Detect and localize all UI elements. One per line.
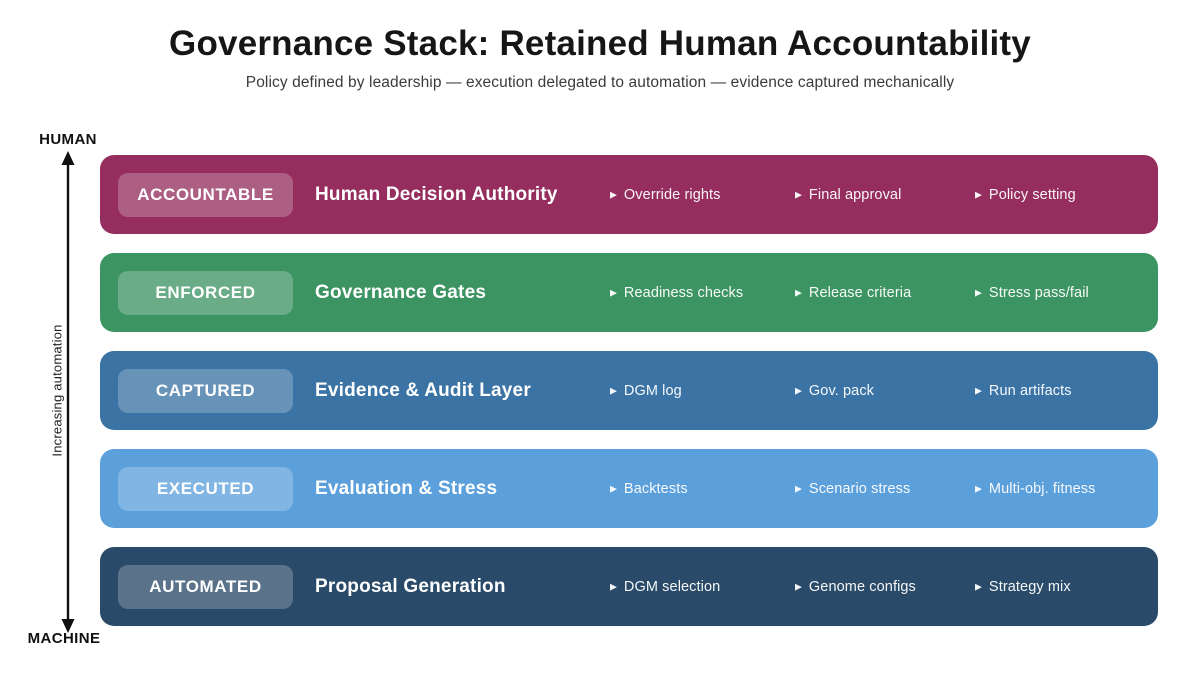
- badge-label: ENFORCED: [155, 282, 256, 302]
- badge-label: EXECUTED: [156, 478, 255, 498]
- bullet-label: Final approval: [808, 186, 902, 203]
- bullet-label: Gov. pack: [808, 382, 875, 399]
- bullet-item: ▶ Final approval: [795, 187, 975, 203]
- page-subtitle: Policy defined by leadership — execution…: [245, 74, 955, 92]
- double-arrow-icon: [61, 151, 75, 633]
- bullet-arrow-icon: ▶: [975, 483, 982, 494]
- bullet-item: ▶ Readiness checks: [610, 285, 795, 301]
- bullet-label: Genome configs: [808, 578, 916, 595]
- bullet-label: Policy setting: [988, 186, 1076, 203]
- bullet-label: Run artifacts: [988, 382, 1072, 399]
- bullet-label: DGM log: [623, 382, 682, 399]
- status-badge: CAPTURED: [118, 368, 293, 413]
- layer-title: Governance Gates: [315, 281, 487, 303]
- bullet-arrow-icon: ▶: [610, 483, 617, 494]
- bullet-arrow-icon: ▶: [975, 287, 982, 298]
- bullet-arrow-icon: ▶: [610, 189, 617, 200]
- badge-label: ACCOUNTABLE: [137, 184, 274, 204]
- bullet-arrow-icon: ▶: [610, 581, 617, 592]
- bullet-item: ▶ Stress pass/fail: [975, 285, 1158, 301]
- bullet-label: Backtests: [623, 480, 688, 497]
- status-badge: ENFORCED: [118, 270, 293, 315]
- layer-captured: CAPTURED Evidence & Audit Layer ▶ DGM log…: [100, 351, 1158, 430]
- layer-accountable: ACCOUNTABLE Human Decision Authority ▶ Ov…: [100, 155, 1158, 234]
- bullet-item: ▶ DGM log: [610, 383, 795, 399]
- bullet-arrow-icon: ▶: [795, 483, 802, 494]
- layer-enforced: ENFORCED Governance Gates ▶ Readiness che…: [100, 253, 1158, 332]
- layer-automated: AUTOMATED Proposal Generation ▶ DGM selec…: [100, 547, 1158, 626]
- bullet-item: ▶ Release criteria: [795, 285, 975, 301]
- badge-label: AUTOMATED: [149, 576, 262, 596]
- bullet-item: ▶ Genome configs: [795, 579, 975, 595]
- bullet-arrow-icon: ▶: [975, 189, 982, 200]
- axis-side-label: Increasing automation: [49, 324, 65, 457]
- bullet-item: ▶ Scenario stress: [795, 481, 975, 497]
- header: Governance Stack: Retained Human Account…: [0, 24, 1200, 92]
- bullet-label: DGM selection: [623, 578, 721, 595]
- bullet-item: ▶ Run artifacts: [975, 383, 1158, 399]
- bullet-item: ▶ Strategy mix: [975, 579, 1158, 595]
- layer-executed: EXECUTED Evaluation & Stress ▶Backtests …: [100, 449, 1158, 528]
- bullet-label: Release criteria: [808, 284, 912, 301]
- bullet-item: ▶ Backtests: [610, 481, 795, 497]
- bullet-arrow-icon: ▶: [975, 581, 982, 592]
- bullet-item: ▶ Multi-obj. fitness: [975, 481, 1158, 497]
- bullet-label: Multi-obj. fitness: [988, 480, 1096, 497]
- layer-title: Proposal Generation: [315, 575, 506, 597]
- bullet-label: Readiness checks: [623, 284, 744, 301]
- bullet-arrow-icon: ▶: [610, 385, 617, 396]
- axis-human-label: HUMAN: [39, 131, 97, 148]
- bullet-arrow-icon: ▶: [795, 581, 802, 592]
- badge-label: CAPTURED: [155, 380, 256, 400]
- axis-machine-label: MACHINE: [27, 630, 101, 647]
- bullet-arrow-icon: ▶: [795, 385, 802, 396]
- bullet-arrow-icon: ▶: [610, 287, 617, 298]
- bullet-label: Strategy mix: [988, 578, 1071, 595]
- bullet-label: Override rights: [623, 186, 721, 203]
- status-badge: ACCOUNTABLE: [118, 172, 293, 217]
- bullet-label: Stress pass/fail: [988, 284, 1089, 301]
- status-badge: AUTOMATED: [118, 564, 293, 609]
- bullet-arrow-icon: ▶: [795, 189, 802, 200]
- layer-title: Evaluation & Stress: [315, 477, 498, 499]
- bullet-item: ▶ DGM selection: [610, 579, 795, 595]
- bullet-item: ▶ Gov. pack: [795, 383, 975, 399]
- page-title: Governance Stack: Retained Human Account…: [169, 24, 1031, 63]
- bullet-arrow-icon: ▶: [795, 287, 802, 298]
- governance-stack: ACCOUNTABLE Human Decision Authority ▶ Ov…: [100, 155, 1158, 645]
- bullet-item: ▶ Override rights: [610, 187, 795, 203]
- bullet-item: ▶ Policy setting: [975, 187, 1158, 203]
- bullet-arrow-icon: ▶: [975, 385, 982, 396]
- status-badge: EXECUTED: [118, 466, 293, 511]
- layer-title: Evidence & Audit Layer: [315, 379, 531, 401]
- layer-title: Human Decision Authority: [315, 183, 558, 205]
- bullet-label: Scenario stress: [808, 480, 911, 497]
